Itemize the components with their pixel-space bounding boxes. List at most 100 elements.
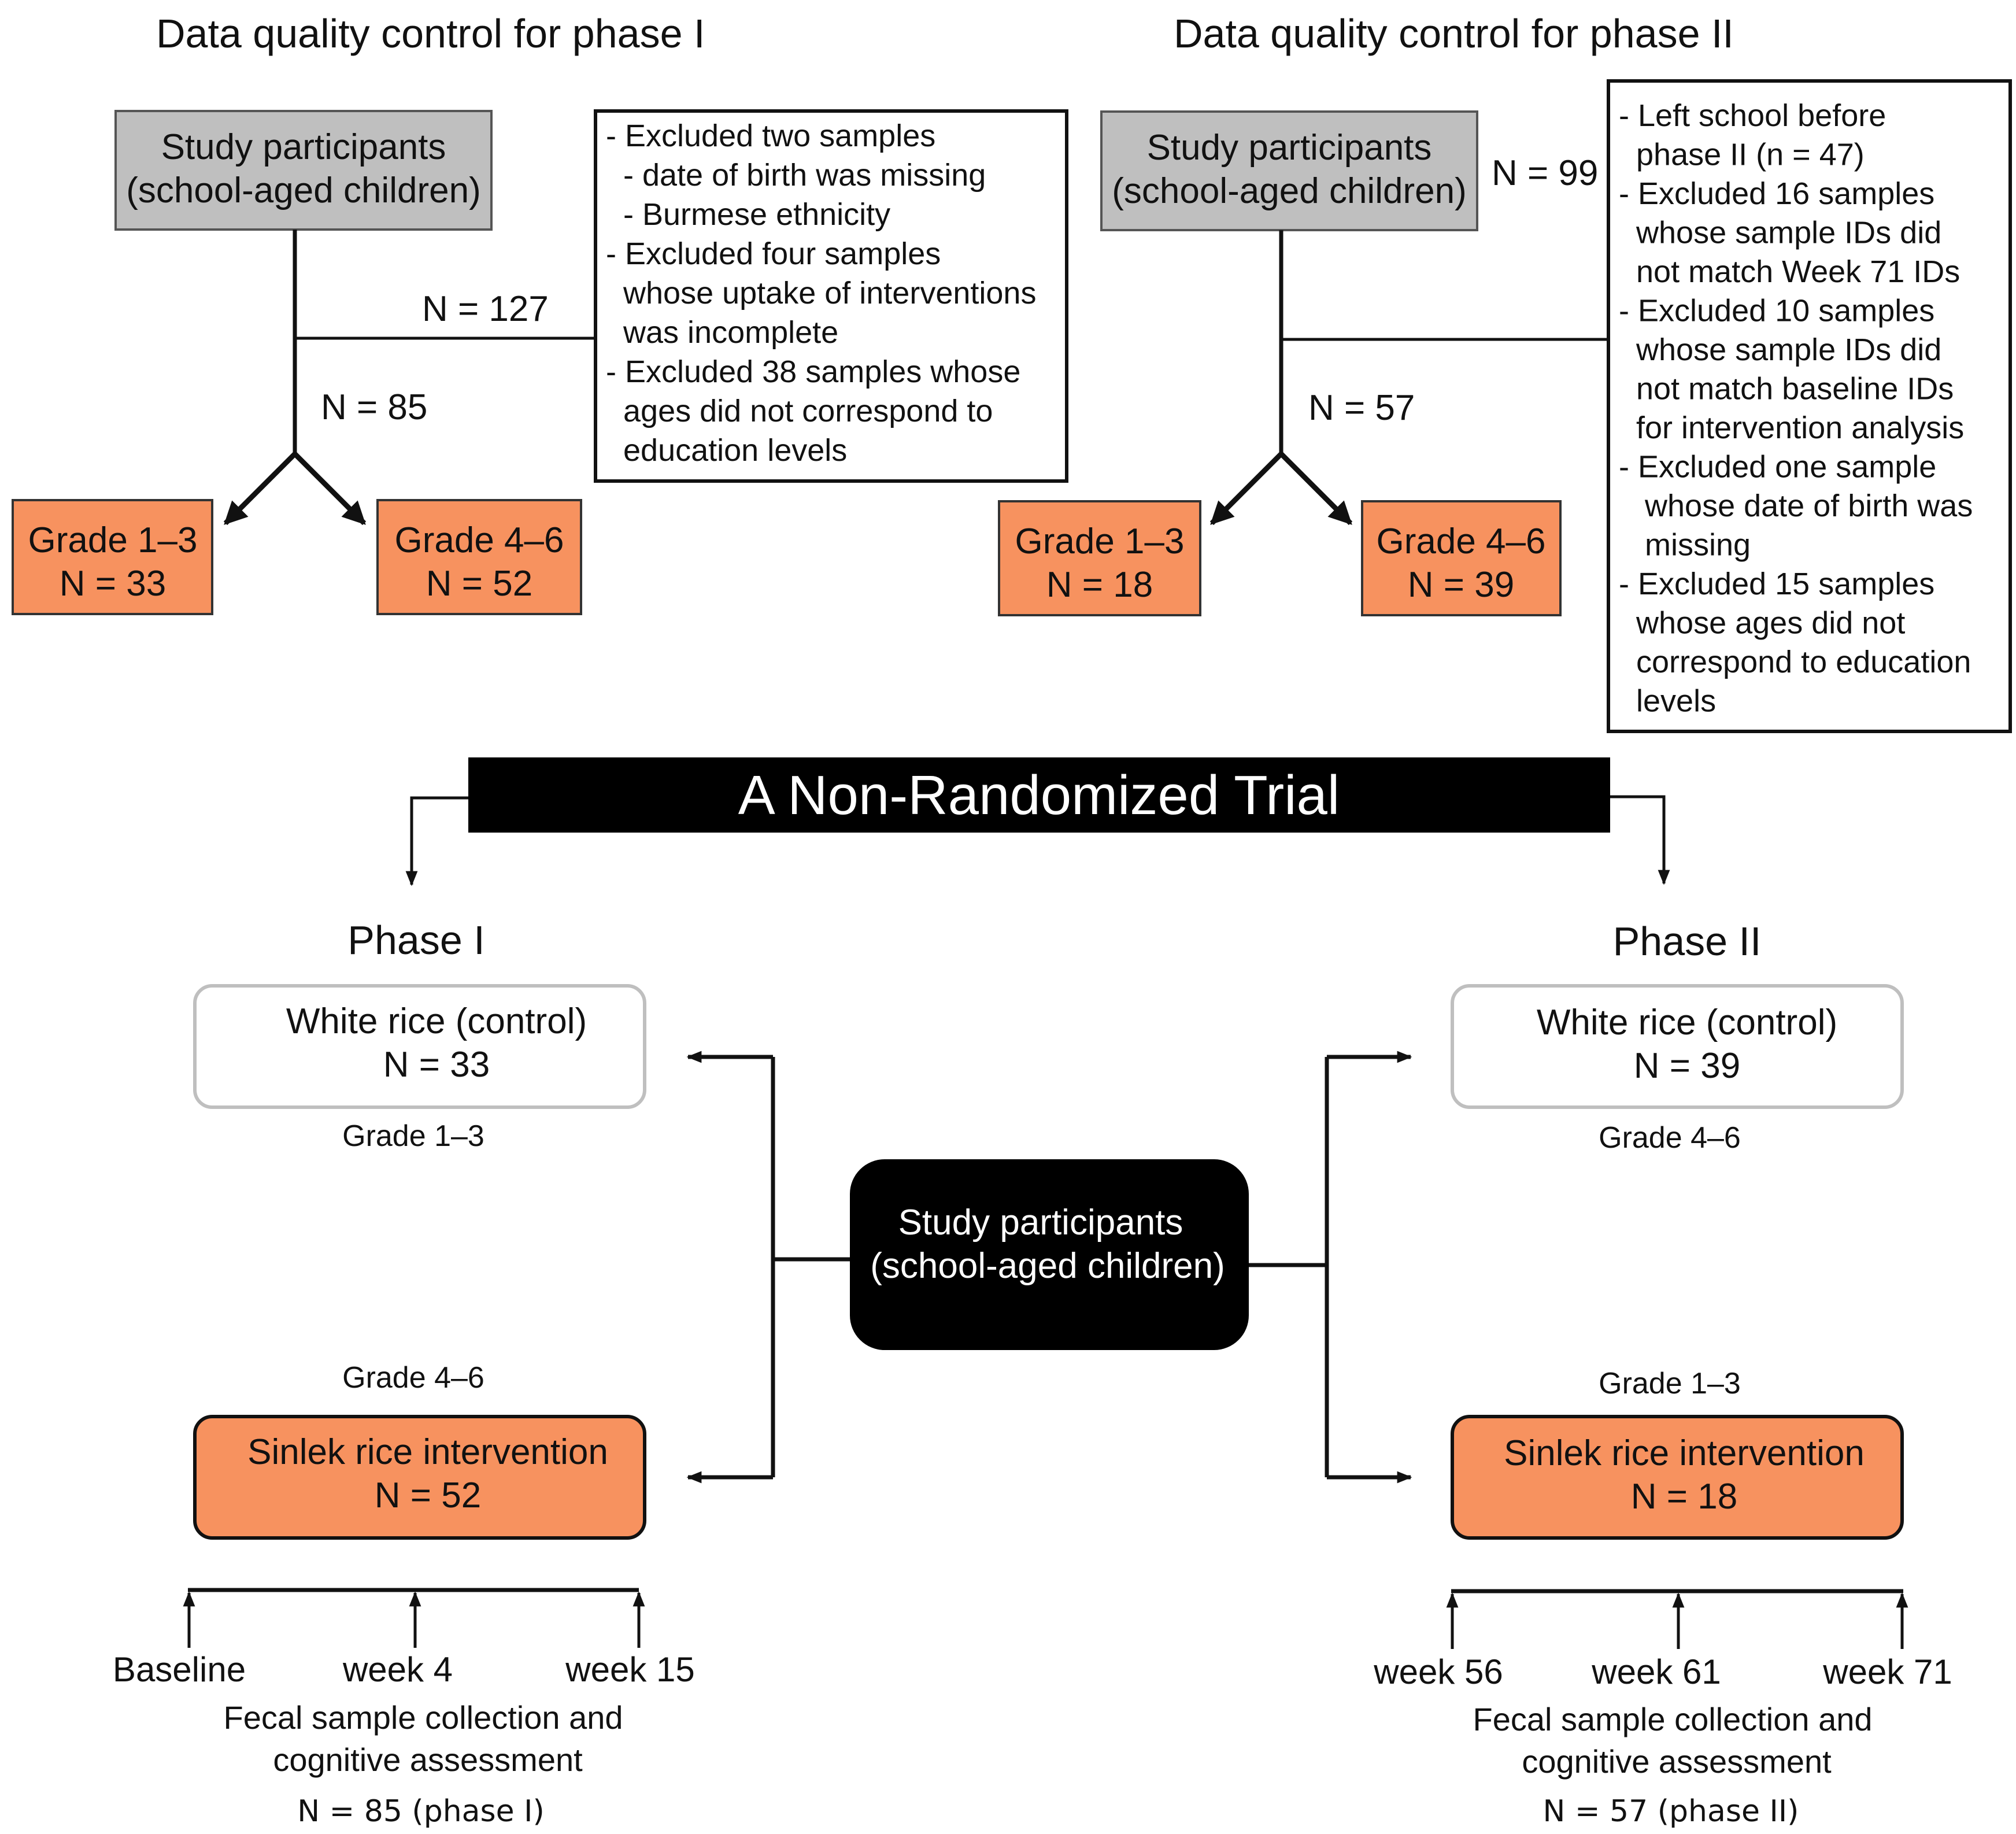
trial-banner-text: A Non-Randomized Trial: [738, 764, 1340, 826]
phase1-label: Phase I: [347, 918, 484, 963]
phase2-control-line1: White rice (control): [1537, 1003, 1837, 1042]
phase2-n-total: N = 99: [1492, 153, 1598, 193]
phase1-exclusion-line: education levels: [606, 433, 847, 468]
phase1-exclusion-line: - Excluded 38 samples whose: [606, 354, 1020, 389]
phase1-participants-box: [114, 110, 493, 231]
phase2-participants-line2: (school-aged children): [1112, 171, 1466, 211]
phase1-qc-heading: Data quality control for phase I: [156, 11, 705, 56]
phase1-intervention-grade: Grade 4–6: [342, 1361, 484, 1395]
phase2-intervention-box: [1451, 1415, 1904, 1540]
phase2-exclusion-box: [1607, 79, 2012, 733]
banner-right-arrow: [1610, 795, 1670, 885]
phase1-participants-line1: Study participants: [161, 127, 446, 167]
phase1-grade46-box: [376, 499, 582, 615]
phase1-grade13-box: [12, 499, 213, 615]
phase1-control-line1: White rice (control): [286, 1001, 587, 1041]
phase2-participants-box: [1100, 110, 1478, 231]
phase2-exclusion-line: - Excluded one sample: [1619, 450, 1936, 485]
phase2-control-line2: N = 39: [1634, 1046, 1740, 1086]
phase1-control-box: [193, 984, 646, 1109]
phase2-exclusion-line: missing: [1619, 528, 1751, 563]
phase2-exclusion-line: not match Week 71 IDs: [1619, 254, 1960, 289]
phase2-right-arrow: [1279, 452, 1353, 526]
trial-participants-box: [850, 1159, 1249, 1350]
phase2-participants-line1: Study participants: [1147, 128, 1432, 168]
phase2-exclusion-line: levels: [1619, 684, 1716, 719]
phase1-intervention-line1: Sinlek rice intervention: [247, 1432, 608, 1472]
phase1-trial-section: Phase I White rice (control) N = 33 Grad…: [113, 918, 850, 1829]
phase1-participants-line2: (school-aged children): [126, 171, 480, 210]
phase2-exclusion-line: not match baseline IDs: [1619, 372, 1954, 406]
phase1-exclusion-line: - Burmese ethnicity: [606, 197, 890, 232]
phase1-exclusion-line: - Excluded two samples: [606, 119, 935, 153]
phase2-collection-line1: Fecal sample collection and: [1473, 1701, 1872, 1737]
phase1-left-arrow: [223, 452, 297, 526]
phase2-qc-section: Data quality control for phase II Study …: [998, 11, 2012, 733]
phase1-grade46-label: Grade 4–6: [395, 520, 564, 560]
phase1-exclusion-box: [594, 109, 1068, 483]
phase2-exclusion-line: - Excluded 15 samples: [1619, 567, 1934, 601]
phase1-intervention-box: [193, 1415, 646, 1540]
phase2-intervention-line1: Sinlek rice intervention: [1504, 1433, 1865, 1473]
phase1-timepoint-2: week 4: [342, 1650, 453, 1689]
phase2-count: N = 57 (phase II): [1543, 1794, 1799, 1829]
trial-banner: [468, 757, 1610, 833]
phase1-exclusion-line: - date of birth was missing: [606, 158, 986, 193]
banner-left-arrow: [405, 796, 468, 886]
phase2-grade46-box: [1361, 500, 1562, 616]
phase2-grade13-box: [998, 500, 1201, 616]
phase1-intervention-line2: N = 52: [375, 1476, 481, 1515]
phase1-exclusion-line: whose uptake of interventions: [606, 276, 1036, 310]
phase1-control-line2: N = 33: [383, 1045, 490, 1085]
phase2-exclusion-line: for intervention analysis: [1619, 411, 1964, 445]
phase1-grade13-n: N = 33: [60, 564, 166, 604]
phase1-n-total: N = 127: [422, 289, 549, 329]
phase1-count: N = 85 (phase I): [297, 1794, 545, 1829]
phase1-exclusion-line: ages did not correspond to: [606, 394, 993, 428]
phase2-exclusion-line: whose date of birth was: [1619, 489, 1973, 523]
phase2-exclusion-line: - Excluded 16 samples: [1619, 176, 1934, 211]
phase2-qc-heading: Data quality control for phase II: [1174, 11, 1734, 56]
phase1-timepoint-1: Baseline: [113, 1650, 246, 1689]
phase2-intervention-grade: Grade 1–3: [1599, 1367, 1741, 1400]
trial-participants-line2: (school-aged children): [870, 1246, 1225, 1286]
phase2-label: Phase II: [1613, 919, 1762, 964]
phase1-grade13-label: Grade 1–3: [28, 520, 198, 560]
phase2-trial-section: Phase II White rice (control) N = 39 Gra…: [1249, 919, 1952, 1829]
phase1-timepoint-3: week 15: [565, 1650, 694, 1689]
phase1-right-arrow: [293, 452, 367, 526]
phase2-collection-line2: cognitive assessment: [1522, 1743, 1832, 1780]
phase2-exclusion-line: - Left school before: [1619, 98, 1886, 133]
trial-banner-section: A Non-Randomized Trial: [405, 757, 1670, 886]
phase2-timepoint-2: week 61: [1591, 1652, 1721, 1691]
phase2-exclusion-list: - Left school before phase II (n = 47) - …: [1619, 98, 1973, 719]
phase1-exclusion-list: - Excluded two samples - date of birth w…: [606, 119, 1036, 468]
phase2-exclusion-line: - Excluded 10 samples: [1619, 294, 1934, 328]
phase1-exclusion-line: - Excluded four samples: [606, 236, 941, 271]
phase2-exclusion-line: correspond to education: [1619, 645, 1971, 679]
phase1-exclusion-line: was incomplete: [606, 315, 838, 350]
phase2-grade13-n: N = 18: [1046, 565, 1153, 605]
phase2-exclusion-line: whose sample IDs did: [1619, 332, 1941, 367]
phase2-grade46-n: N = 39: [1408, 565, 1514, 605]
phase2-control-box: [1451, 984, 1904, 1109]
phase1-grade46-n: N = 52: [426, 564, 532, 604]
phase1-collection-line2: cognitive assessment: [273, 1741, 583, 1778]
phase2-grade46-label: Grade 4–6: [1377, 522, 1546, 561]
phase2-n-kept: N = 57: [1308, 388, 1415, 428]
phase2-exclusion-line: phase II (n = 47): [1619, 138, 1865, 172]
phase1-n-kept: N = 85: [321, 387, 427, 427]
phase2-intervention-line2: N = 18: [1631, 1477, 1737, 1517]
phase1-qc-section: Data quality control for phase I Study p…: [12, 11, 1068, 615]
phase2-control-grade: Grade 4–6: [1599, 1121, 1741, 1155]
phase1-control-grade: Grade 1–3: [342, 1119, 484, 1153]
phase2-timepoint-1: week 56: [1373, 1652, 1503, 1691]
phase2-left-arrow: [1209, 452, 1283, 526]
phase2-exclusion-line: whose ages did not: [1619, 606, 1905, 641]
trial-center-section: Study participants (school-aged children…: [850, 1159, 1249, 1350]
phase1-collection-line1: Fecal sample collection and: [223, 1699, 623, 1736]
phase2-grade13-label: Grade 1–3: [1015, 522, 1185, 561]
phase2-timepoint-3: week 71: [1822, 1652, 1952, 1691]
